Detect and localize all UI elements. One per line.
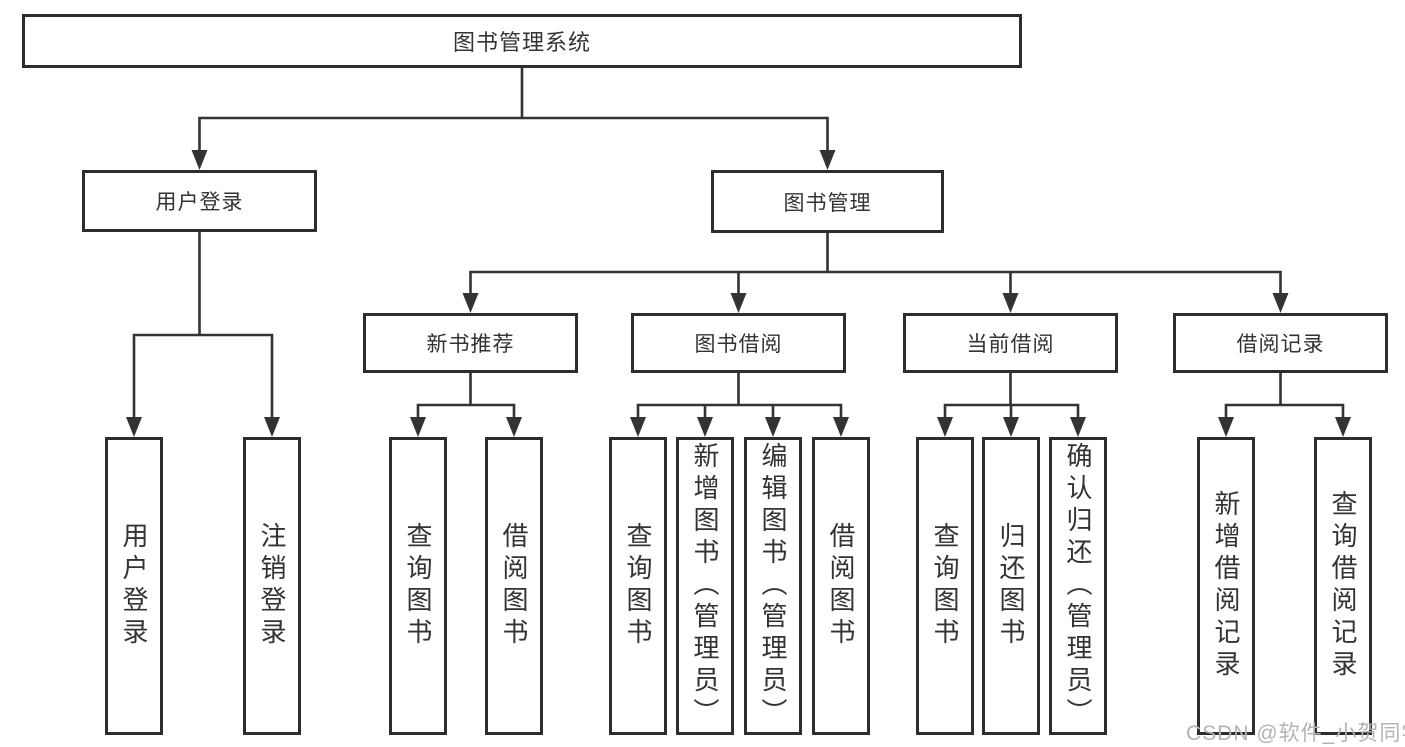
node-library-system: 图书管理系统 <box>22 14 1022 68</box>
arrowhead-icon <box>1272 293 1289 313</box>
node-label: 图书借阅 <box>694 333 783 356</box>
node-label: 用户登录 <box>119 522 149 650</box>
leaf-confirm-return-admin: 确认归还（管理员） <box>1049 437 1107 735</box>
arrowhead-icon <box>1070 417 1086 437</box>
node-borrow-records: 借阅记录 <box>1173 313 1388 373</box>
arrowhead-icon <box>410 417 426 437</box>
arrowhead-icon <box>506 417 522 437</box>
arrowhead-icon <box>462 293 479 313</box>
node-label: 查询图书 <box>930 522 960 650</box>
node-label: 当前借阅 <box>966 333 1055 356</box>
node-current-borrowing: 当前借阅 <box>903 313 1118 373</box>
arrowhead-icon <box>819 150 836 170</box>
leaf-edit-book-admin: 编辑图书（管理员） <box>744 437 802 735</box>
arrowhead-icon <box>126 417 142 437</box>
arrowhead-icon <box>730 293 747 313</box>
arrowhead-icon <box>1335 417 1351 437</box>
leaf-add-book-admin: 新增图书（管理员） <box>676 437 734 735</box>
node-user-login: 用户登录 <box>82 170 317 232</box>
arrowhead-icon <box>697 417 713 437</box>
arrowhead-icon <box>1003 417 1019 437</box>
leaf-borrow-books-recommend: 借阅图书 <box>485 437 543 735</box>
node-label: 借阅图书 <box>826 522 856 650</box>
node-label: 归还图书 <box>996 522 1026 650</box>
arrowhead-icon <box>1002 293 1019 313</box>
arrowhead-icon <box>1218 417 1234 437</box>
leaf-logout: 注销登录 <box>243 437 301 735</box>
connector-paths <box>132 66 1345 433</box>
node-label: 图书管理系统 <box>452 30 591 55</box>
leaf-borrow-books: 借阅图书 <box>812 437 870 735</box>
arrowhead-icon <box>765 417 781 437</box>
leaf-query-books-current: 查询图书 <box>916 437 974 735</box>
node-new-book-recommend: 新书推荐 <box>363 313 578 373</box>
leaf-query-borrow-record: 查询借阅记录 <box>1314 437 1372 735</box>
node-label: 借阅图书 <box>499 522 529 650</box>
node-label: 查询借阅记录 <box>1328 490 1358 682</box>
node-book-borrowing: 图书借阅 <box>631 313 846 373</box>
leaf-query-books-recommend: 查询图书 <box>389 437 447 735</box>
leaf-query-books-borrow: 查询图书 <box>609 437 667 735</box>
node-label: 新增图书（管理员） <box>690 442 720 730</box>
node-label: 确认归还（管理员） <box>1063 442 1093 730</box>
arrowhead-icon <box>937 417 953 437</box>
leaf-user-login: 用户登录 <box>105 437 163 735</box>
arrowhead-icon <box>264 417 280 437</box>
node-label: 用户登录 <box>155 191 244 214</box>
node-label: 新书推荐 <box>426 333 515 356</box>
node-label: 查询图书 <box>403 522 433 650</box>
csdn-watermark: CSDN @软件_小贺同学 <box>1186 722 1405 745</box>
leaf-add-borrow-record: 新增借阅记录 <box>1197 437 1255 735</box>
leaf-return-books: 归还图书 <box>982 437 1040 735</box>
node-book-management: 图书管理 <box>711 170 944 233</box>
arrowhead-icon <box>833 417 849 437</box>
node-label: 注销登录 <box>257 522 287 650</box>
node-label: 查询图书 <box>623 522 653 650</box>
node-label: 借阅记录 <box>1236 333 1325 356</box>
node-label: 编辑图书（管理员） <box>758 442 788 730</box>
node-label: 图书管理 <box>783 191 872 215</box>
arrowhead-icon <box>630 417 646 437</box>
arrowhead-icon <box>191 150 208 170</box>
node-label: 新增借阅记录 <box>1211 490 1241 682</box>
